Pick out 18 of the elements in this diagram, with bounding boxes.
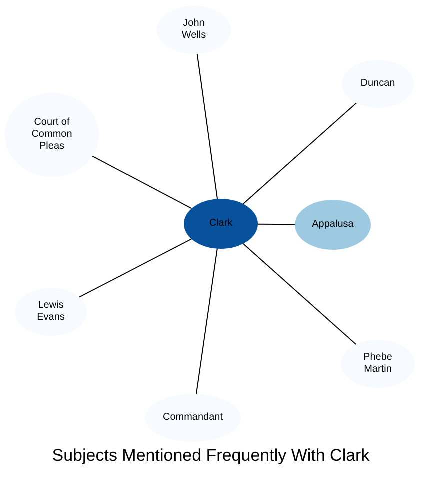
topic-ellipse [184,199,258,249]
topic-label: John Wells [180,18,208,42]
connector-line [196,53,218,200]
diagram-title: Subjects Mentioned Frequently With Clark [52,446,370,465]
topic-label: Clark [209,218,233,230]
topic-label: Commandant [162,412,224,424]
topic-label: Lewis Evans [36,300,66,324]
connector-line [258,224,296,226]
connector-line [242,243,357,346]
connector-line [78,238,192,298]
connector-line [242,102,357,205]
connector-line [196,248,218,395]
connector-line [92,156,192,210]
topic-label: Appalusa [312,219,354,231]
topic-ellipse [15,288,87,336]
topic-label: Phebe Martin [362,352,394,376]
topic-label: Court of Common Pleas [30,117,74,153]
topic-label: Duncan [360,78,396,90]
